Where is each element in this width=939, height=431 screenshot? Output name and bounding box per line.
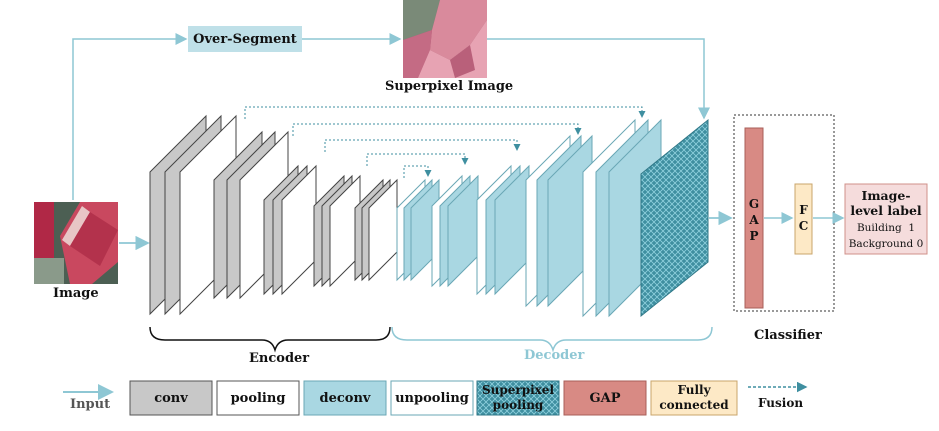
legend-unpooling-label: unpooling bbox=[395, 390, 469, 406]
legend-input-label: Input bbox=[70, 397, 111, 412]
legend-pooling-label: pooling bbox=[230, 390, 286, 406]
decoder-brace bbox=[391, 326, 713, 353]
gap-block bbox=[744, 127, 764, 309]
fc-text: F C bbox=[798, 203, 809, 233]
legend bbox=[63, 380, 808, 416]
skip-2 bbox=[292, 123, 582, 136]
over-segment-label: Over-Segment bbox=[193, 31, 297, 47]
superpixel-pooling-layer bbox=[640, 118, 709, 318]
skip-3 bbox=[324, 139, 521, 152]
classifier-label: Classifier bbox=[754, 328, 822, 343]
encoder-brace bbox=[149, 326, 391, 353]
legend-conv-swatch bbox=[129, 380, 213, 416]
top-flow bbox=[72, 33, 710, 200]
output-title: Image- level label bbox=[850, 188, 922, 218]
legend-gap-swatch bbox=[563, 380, 647, 416]
legend-deconv-swatch bbox=[303, 380, 387, 416]
over-segment-box: Over-Segment bbox=[188, 26, 302, 52]
network-layers bbox=[149, 114, 662, 318]
legend-fusion-label: Fusion bbox=[758, 396, 804, 410]
legend-gap-label: GAP bbox=[589, 390, 621, 406]
legend-conv-label: conv bbox=[154, 390, 188, 406]
legend-fc-label: Fully connected bbox=[659, 383, 729, 412]
superpixel-image bbox=[403, 0, 487, 78]
skip-5 bbox=[403, 165, 432, 178]
fc-block bbox=[794, 183, 813, 255]
image-label: Image bbox=[53, 286, 99, 301]
output-background: Background 0 bbox=[848, 238, 924, 250]
legend-superpixel-swatch bbox=[476, 380, 560, 416]
output-building: Building 1 bbox=[856, 222, 916, 234]
output-label-box bbox=[844, 183, 928, 255]
gap-text: G A P bbox=[748, 197, 760, 243]
legend-fc-swatch bbox=[650, 380, 738, 416]
superpixel-image-label: Superpixel Image bbox=[385, 79, 514, 94]
legend-deconv-label: deconv bbox=[319, 390, 371, 406]
legend-superpixel-label: Superpixel pooling bbox=[481, 383, 555, 412]
decoder-label: Decoder bbox=[524, 348, 585, 363]
legend-unpooling-swatch bbox=[390, 380, 474, 416]
legend-pooling-swatch bbox=[216, 380, 300, 416]
skip-1 bbox=[244, 106, 646, 119]
encoder-label: Encoder bbox=[249, 351, 310, 366]
skip-connections bbox=[244, 106, 646, 178]
input-image bbox=[34, 202, 118, 284]
skip-4 bbox=[366, 153, 469, 166]
